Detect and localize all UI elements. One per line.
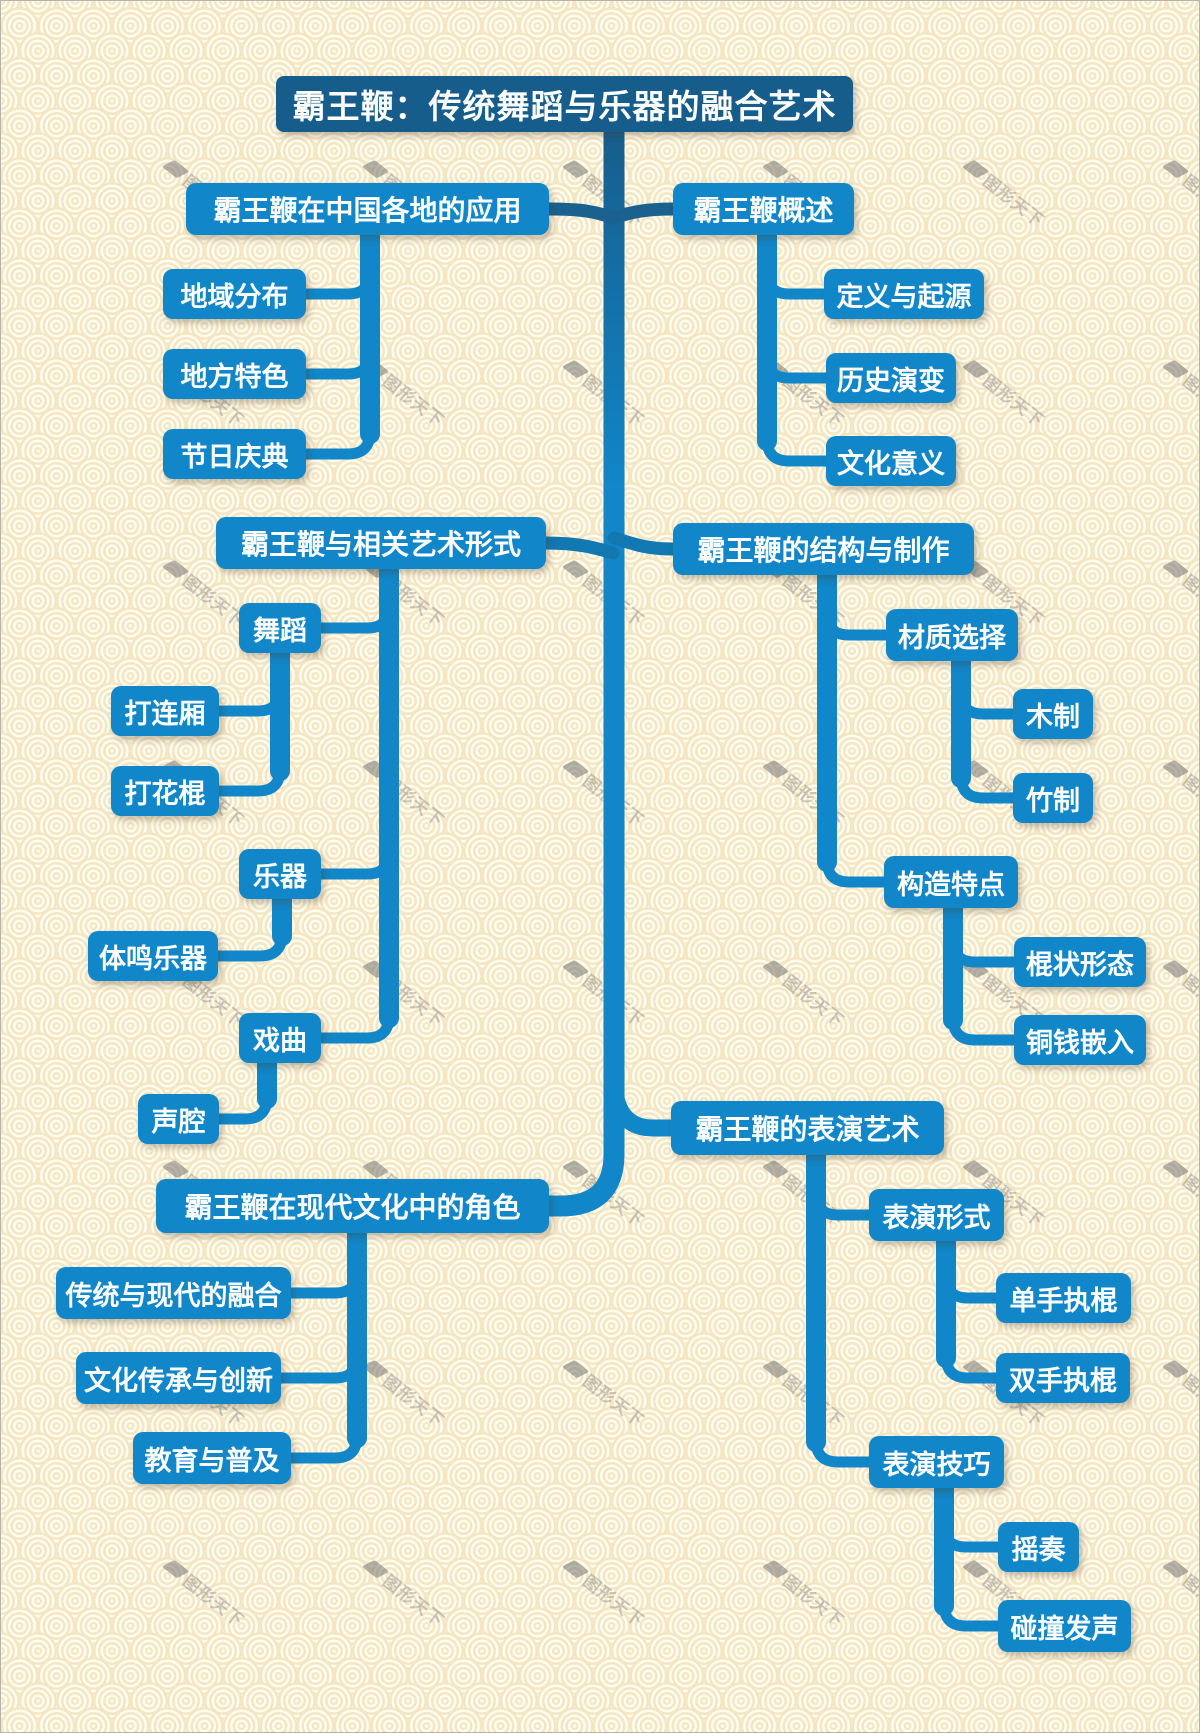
topic-label: 表演技巧 [882,1449,991,1480]
topic-shuangshou[interactable]: 双手执棍 [996,1353,1130,1403]
topic-yingyong[interactable]: 霸王鞭在中国各地的应用 [186,183,549,235]
topic-jiegou[interactable]: 霸王鞭的结构与制作 [673,523,974,575]
topic-label: 霸王鞭在中国各地的应用 [213,195,522,226]
topic-label: 棍状形态 [1026,949,1134,980]
topic-label: 构造特点 [897,869,1005,900]
topic-wenhuacc[interactable]: 文化传承与创新 [76,1352,281,1404]
topic-bxingshi[interactable]: 表演形式 [869,1189,1004,1241]
topic-biaoyan[interactable]: 霸王鞭的表演艺术 [671,1101,944,1155]
topic-yueqi[interactable]: 乐器 [239,849,321,899]
topic-timing[interactable]: 体鸣乐器 [88,931,218,981]
topic-label: 地域分布 [180,281,289,312]
topic-wenhuayy[interactable]: 文化意义 [826,436,956,486]
topic-label: 木制 [1026,701,1080,732]
topic-label: 历史演变 [837,365,945,396]
topic-gaishu[interactable]: 霸王鞭概述 [673,183,854,235]
topic-label: 舞蹈 [253,615,307,646]
topic-jieri[interactable]: 节日庆典 [163,429,306,479]
topic-yaozou[interactable]: 摇奏 [998,1522,1079,1572]
topic-label: 传统与现代的融合 [65,1280,282,1311]
topic-dingyi[interactable]: 定义与起源 [824,269,984,319]
topic-label: 表演形式 [882,1202,991,1233]
topic-diyu[interactable]: 地域分布 [163,269,306,319]
topic-label: 摇奏 [1011,1534,1066,1565]
topic-label: 戏曲 [253,1025,307,1056]
topic-label: 乐器 [253,861,307,892]
topic-label: 霸王鞭在现代文化中的角色 [184,1192,521,1223]
topic-dalianxiang[interactable]: 打连厢 [111,686,219,736]
topic-label: 节日庆典 [180,441,289,472]
topic-label: 霸王鞭的表演艺术 [695,1114,920,1145]
topic-label: 体鸣乐器 [99,943,207,974]
topic-label: 霸王鞭的结构与制作 [697,535,950,566]
topic-label: 打连厢 [124,698,206,729]
topic-label: 铜钱嵌入 [1026,1027,1134,1058]
topic-shengqiang[interactable]: 声腔 [138,1094,219,1144]
topic-chuantong[interactable]: 传统与现代的融合 [56,1267,291,1319]
topic-label: 霸王鞭概述 [693,195,834,226]
topic-caizhi[interactable]: 材质选择 [886,609,1018,661]
topic-label: 文化意义 [837,448,945,479]
topic-label: 竹制 [1026,785,1080,816]
topic-label: 文化传承与创新 [84,1365,273,1396]
topic-label: 打花棍 [124,778,206,809]
topic-dahuagun[interactable]: 打花棍 [111,766,219,816]
topic-danshou[interactable]: 单手执棍 [996,1273,1131,1323]
topic-label: 碰撞发声 [1010,1613,1119,1644]
topic-label: 声腔 [151,1106,206,1137]
topic-label: 地方特色 [180,361,289,392]
topic-label: 单手执棍 [1009,1285,1118,1316]
topic-tongqian[interactable]: 铜钱嵌入 [1014,1015,1146,1065]
topic-label: 霸王鞭：传统舞蹈与乐器的融合艺术 [292,88,837,125]
topic-wudao[interactable]: 舞蹈 [239,603,321,653]
topic-label: 霸王鞭与相关艺术形式 [240,529,521,560]
topic-zhuzhi[interactable]: 竹制 [1013,773,1093,823]
topic-xiqu[interactable]: 戏曲 [239,1013,321,1063]
topic-label: 双手执棍 [1009,1365,1117,1396]
topic-label: 定义与起源 [836,281,972,312]
topic-lishi[interactable]: 历史演变 [826,353,956,403]
topic-muzhi[interactable]: 木制 [1013,689,1093,739]
root-topic[interactable]: 霸王鞭：传统舞蹈与乐器的融合艺术 [276,76,853,132]
topic-difang[interactable]: 地方特色 [163,349,306,399]
topic-xiangguan[interactable]: 霸王鞭与相关艺术形式 [216,517,546,569]
topic-jiaoyu[interactable]: 教育与普及 [133,1432,291,1484]
topic-xiandai[interactable]: 霸王鞭在现代文化中的角色 [156,1179,549,1233]
topic-gouzao[interactable]: 构造特点 [884,856,1018,908]
topic-gunzhuang[interactable]: 棍状形态 [1014,937,1146,987]
topic-pengzhuang[interactable]: 碰撞发声 [998,1600,1131,1652]
topic-bjiqiao[interactable]: 表演技巧 [869,1436,1004,1488]
topic-label: 材质选择 [898,622,1006,653]
topic-label: 教育与普及 [144,1445,280,1476]
